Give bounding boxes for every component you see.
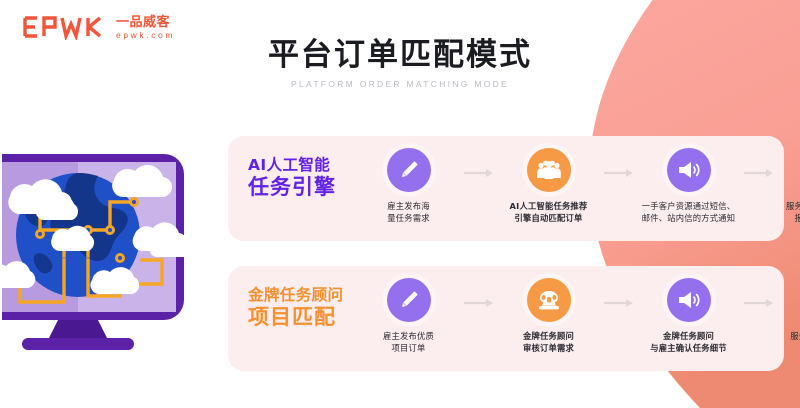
- row-label-line1: AI人工智能: [248, 156, 331, 174]
- flow-arrow: [601, 266, 636, 308]
- step-caption: AI人工智能任务推荐 引擎自动匹配订单: [509, 201, 588, 224]
- step-caption: 雇主发布优质 项目订单: [383, 331, 434, 354]
- step-icon-bubble: [386, 148, 431, 192]
- flow-arrow: [461, 266, 496, 308]
- step-icon-bubble: [526, 278, 571, 322]
- step-item[interactable]: 金牌任务顾问 与雇主确认任务细节: [636, 266, 741, 354]
- monitor-base: [22, 338, 134, 350]
- pencil-icon: [401, 161, 418, 177]
- step-caption: 金牌任务顾问 审核订单需求: [523, 331, 574, 354]
- row-label-line2: 项目匹配: [248, 305, 336, 330]
- epwk-wordmark-icon: [23, 16, 102, 40]
- step-caption: 服务商获取项目推送 开始进行服务: [790, 331, 800, 341]
- right-arrow-icon: [463, 299, 493, 307]
- right-arrow-icon: [603, 169, 633, 177]
- flow-row-advisor: 金牌任务顾问 项目匹配 雇主发布优质 项目订单: [228, 266, 800, 371]
- step-icon-bubble: [386, 278, 431, 322]
- row-label-0: AI人工智能 任务引擎: [248, 156, 336, 200]
- flow-row-ai: AI人工智能 任务引擎 雇主发布海 量任务需求: [228, 136, 800, 241]
- monitor-globe-illustration: [2, 154, 192, 350]
- brand-logo[interactable]: 一品威客 epwk.com: [22, 14, 175, 40]
- step-caption: 雇主发布海 量任务需求: [387, 201, 430, 224]
- step-item[interactable]: 服务商获取项目推送 开始进行服务: [776, 266, 800, 354]
- megaphone-icon: [678, 162, 700, 178]
- flow-arrow: [741, 136, 776, 178]
- brand-name-cn: 一品威客: [116, 13, 171, 29]
- step-list-1: 雇主发布优质 项目订单: [356, 266, 800, 371]
- step-caption: 一手客户资源通过短信、 邮件、站内信的方式通知: [641, 201, 736, 224]
- row-label-1: 金牌任务顾问 项目匹配: [248, 286, 344, 330]
- pencil-icon: [401, 291, 418, 307]
- step-item[interactable]: 一手客户资源通过短信、 邮件、站内信的方式通知: [636, 136, 741, 224]
- step-caption: 服务商自行对任务进行 报价、工期评估等: [786, 201, 800, 224]
- page-subtitle: PLATFORM ORDER MATCHING MODE: [290, 78, 510, 89]
- step-item[interactable]: 服务商自行对任务进行 报价、工期评估等: [776, 136, 800, 224]
- step-item[interactable]: 金牌任务顾问 审核订单需求: [496, 266, 601, 354]
- page-title: 平台订单匹配模式: [268, 37, 532, 73]
- flow-arrow: [461, 136, 496, 178]
- step-caption: 金牌任务顾问 与雇主确认任务细节: [650, 331, 727, 354]
- telephone-icon: [538, 291, 559, 310]
- step-item[interactable]: 雇主发布海 量任务需求: [356, 136, 461, 224]
- step-item[interactable]: 雇主发布优质 项目订单: [356, 266, 461, 354]
- right-arrow-icon: [603, 299, 633, 307]
- people-group-icon: [536, 160, 561, 179]
- monitor-stand: [48, 320, 108, 340]
- right-arrow-icon: [743, 299, 773, 307]
- megaphone-icon: [678, 292, 700, 308]
- flow-arrow: [601, 136, 636, 178]
- flow-arrow: [741, 266, 776, 308]
- step-icon-bubble: [666, 278, 711, 322]
- step-icon-bubble: [666, 148, 711, 192]
- step-icon-bubble: [526, 148, 571, 192]
- row-label-line2: 任务引擎: [248, 175, 336, 200]
- cloud-shapes: [2, 164, 192, 295]
- row-label-line1: 金牌任务顾问: [248, 286, 344, 304]
- step-item[interactable]: AI人工智能任务推荐 引擎自动匹配订单: [496, 136, 601, 224]
- page-title-block: 平台订单匹配模式 PLATFORM ORDER MATCHING MODE: [0, 38, 800, 89]
- right-arrow-icon: [743, 169, 773, 177]
- step-list-0: 雇主发布海 量任务需求: [356, 136, 800, 241]
- right-arrow-icon: [463, 169, 493, 177]
- brand-domain: epwk.com: [116, 29, 176, 40]
